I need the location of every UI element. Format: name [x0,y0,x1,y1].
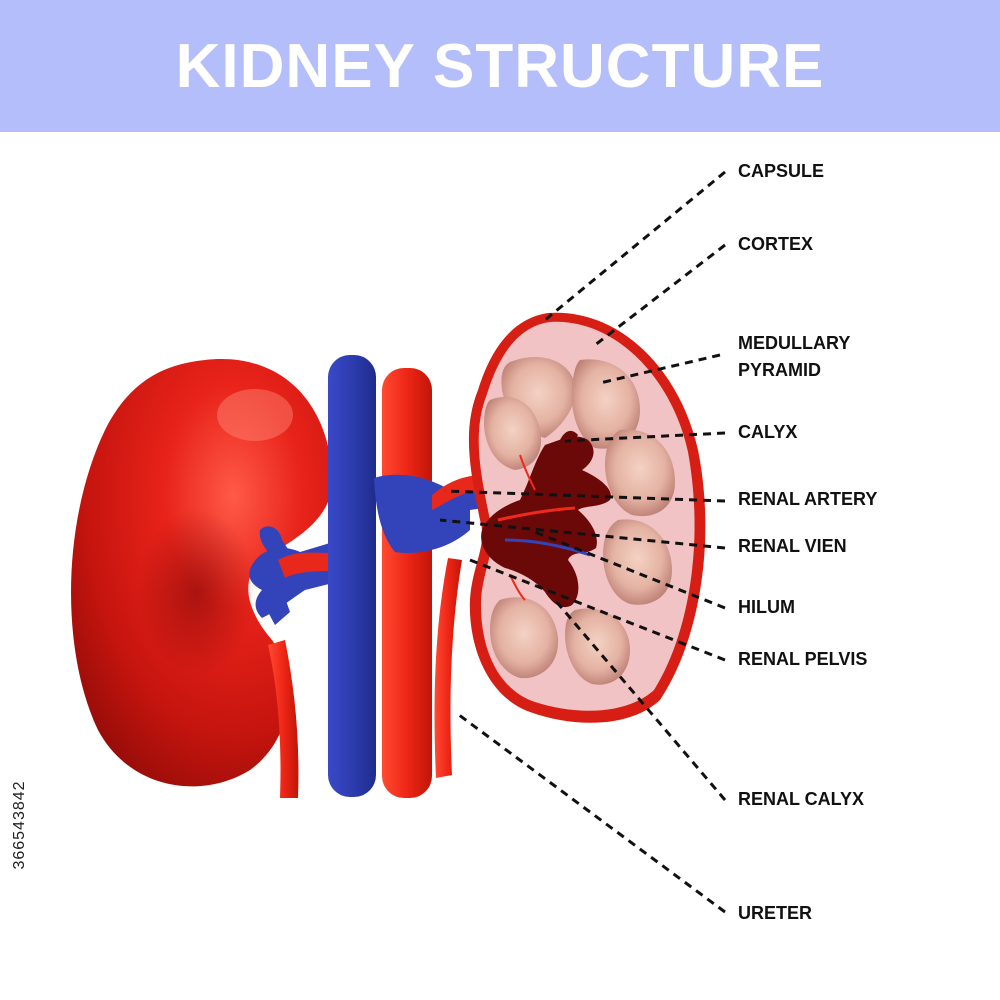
leader-ureter [454,710,726,914]
pyramid-lower-right [565,608,630,685]
label-medullary-line2: PYRAMID [738,360,822,380]
title-banner: KIDNEY STRUCTURE [0,0,1000,132]
label-renal-pelvis: RENAL PELVIS [738,649,868,669]
leader-hilum [529,528,726,610]
label-medullary-line1: MEDULLARY [738,333,851,353]
leader-lines [439,170,727,914]
label-calyx: CALYX [738,422,798,442]
label-ureter: URETER [738,903,813,923]
label-renal-calyx: RENAL CALYX [738,789,865,809]
whole-kidney-highlight [217,389,293,441]
left-ureter [268,640,299,798]
label-renal-vein: RENAL VIEN [738,536,847,556]
page-title: KIDNEY STRUCTURE [175,31,825,101]
pyramid-upper-right [571,359,640,449]
leader-renal-vein [439,518,726,550]
leader-renal-calyx [553,599,727,801]
leader-renal-pelvis [469,558,726,662]
label-hilum: HILUM [738,597,795,617]
calyx-branch [560,430,578,443]
pyramid-upper-left [484,396,542,470]
whole-kidney [71,359,333,787]
leader-calyx [564,431,726,443]
leader-medullary-pyramid [599,353,721,385]
vena-cava [328,355,376,797]
left-renal-artery [278,552,342,578]
leader-renal-artery [444,489,726,503]
label-renal-artery: RENAL ARTERY [738,489,878,509]
right-ureter [434,558,462,778]
pyramid-lower-left [490,597,559,679]
kidney-cross-section [468,312,706,723]
aorta [382,368,432,798]
label-cortex: CORTEX [738,234,814,254]
label-medullary-pyramid: MEDULLARY PYRAMID [738,330,850,384]
pyramid-right-1 [605,429,675,517]
leader-capsule [544,170,726,322]
renal-pelvis-shape [481,436,611,608]
label-capsule: CAPSULE [738,161,825,181]
whole-kidney-shadow [120,460,290,700]
